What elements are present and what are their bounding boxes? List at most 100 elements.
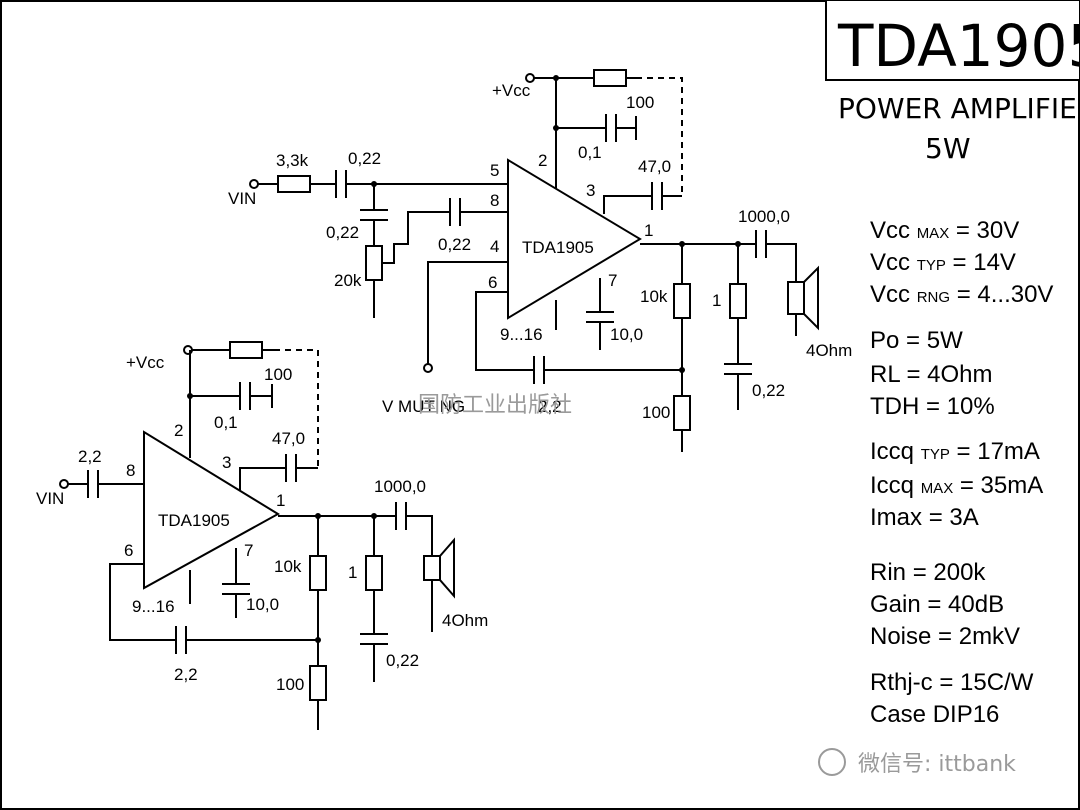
subtitle-line2: 5W [925,132,971,165]
c2-c-pin7-label: 10,0 [246,595,279,614]
c1-r-gnd-label: 100 [642,403,670,422]
spec-gain: Gain = 40dB [870,591,1004,618]
c1-muting-label: V MUTING [382,397,465,416]
c1-c-bias-label: 0,22 [326,223,359,242]
c2-r-vcc-label: 100 [264,365,292,384]
c1-junction [553,125,559,131]
c2-c-fb-label: 2,2 [174,665,198,684]
c1-r-vcc [593,69,627,87]
c2-speaker-cone [439,537,455,599]
spec-imax: Imax = 3A [870,504,979,531]
spec-tdh: TDH = 10% [870,393,995,420]
c1-junction [553,75,559,81]
c2-r-gnd-label: 100 [276,675,304,694]
title-block: TDA1905 POWER AMPLIFIER 5W [825,0,1080,165]
c1-c-in [335,170,347,198]
c1-c-pin7 [586,278,614,350]
c2-c-out-label: 1000,0 [374,477,426,496]
c1-load-label: 4Ohm [806,341,852,360]
c1-r-out-label: 1 [712,291,721,310]
c1-r-zobel [729,283,747,319]
c2-vcc-label: +Vcc [126,353,165,372]
c1-c-pin8-label: 0,22 [438,235,471,254]
c2-pin7-label: 7 [244,541,253,560]
c2-r-zobel [365,555,383,591]
c1-c-pin7-label: 10,0 [610,325,643,344]
c1-c-boot-label: 47,0 [638,157,671,176]
c2-ic-label: TDA1905 [158,511,230,530]
c2-c-vcc [190,382,273,410]
c1-vcc-dash [636,77,683,196]
c2-pin8-label: 8 [126,461,135,480]
c1-c-boot [651,182,663,210]
c2-speaker-icon [423,555,441,581]
c2-r-vcc [229,341,263,359]
c1-r-in-label: 3,3k [276,151,309,170]
spec-po: Po = 5W [870,327,963,354]
c2-pin3-wire [239,467,318,490]
c2-c-boot-label: 47,0 [272,429,305,448]
c1-c-vcc [556,114,637,142]
c1-r-gnd [673,395,691,431]
spec-vcc-max: Vcc MAX = 30V [870,217,1019,244]
c1-vin-terminal [249,179,259,189]
c2-gnd-pins-label: 9...16 [132,597,175,616]
spec-vcc-rng: Vcc RNG = 4...30V [870,281,1053,308]
c1-pot [365,245,383,281]
spec-case: Case DIP16 [870,701,999,728]
c2-c-pin7 [222,548,250,618]
c1-r-fb-label: 10k [640,287,668,306]
spec-rin: Rin = 200k [870,559,986,586]
c2-vin-terminal [59,479,69,489]
c2-pin6-label: 6 [124,541,133,560]
c1-ic-label: TDA1905 [522,238,594,257]
title-box [825,0,1080,81]
c2-ic-triangle [143,430,280,590]
c1-c-vcc-label: 0,1 [578,143,602,162]
c1-vcc-label: +Vcc [492,81,531,100]
c2-c-in-label: 2,2 [78,447,102,466]
c1-vin-label: VIN [228,189,256,208]
c2-c-fb [175,626,187,654]
c1-r-vcc-label: 100 [626,93,654,112]
c1-pin4-wire [427,261,508,364]
c1-speaker-cone [803,265,819,331]
c1-pin7-label: 7 [608,271,617,290]
c1-c-out-label: 1000,0 [738,207,790,226]
c2-r-gnd [309,665,327,701]
c2-c-vcc-label: 0,1 [214,413,238,432]
spec-rl: RL = 4Ohm [870,361,993,388]
c1-r-fb [673,283,691,319]
c1-pin3-label: 3 [586,181,595,200]
spec-vcc-typ: Vcc TYP = 14V [870,249,1016,276]
c2-r-out-label: 1 [348,563,357,582]
c2-junction [315,637,321,643]
circuit-1: TDA1905 +Vcc 100 0,1 2 VIN 3,3k 0,22 5 0… [228,69,852,452]
publisher-watermark: 国防工业出版社 [418,393,572,418]
subtitle-line1: POWER AMPLIFIER [838,92,1080,125]
spec-iccq-typ: Iccq TYP = 17mA [870,438,1040,465]
spec-rthj: Rthj-c = 15C/W [870,669,1034,696]
c1-pin1-label: 1 [644,221,653,240]
c1-gnd-pins-label: 9...16 [500,325,543,344]
c1-c-in-label: 0,22 [348,149,381,168]
c2-c-boot [285,454,297,482]
c1-pin6-label: 6 [488,273,497,292]
c1-c-fb [533,356,545,384]
c1-pin2-label: 2 [538,151,547,170]
c1-pin8-label: 8 [490,191,499,210]
c1-speaker-icon [787,281,805,315]
c2-zobel [360,516,388,682]
chip-title: TDA1905 [837,12,1080,80]
wechat-id: 微信号: ittbank [858,752,1016,777]
c1-pin6-wire [475,291,682,371]
c2-vin-label: VIN [36,489,64,508]
c1-pot-label: 20k [334,271,362,290]
c1-c-fb-label: 2,2 [538,397,562,416]
c1-muting-terminal [423,363,433,373]
c1-c-zob-label: 0,22 [752,381,785,400]
c2-r-fb [309,555,327,591]
c2-pin2-label: 2 [174,421,183,440]
